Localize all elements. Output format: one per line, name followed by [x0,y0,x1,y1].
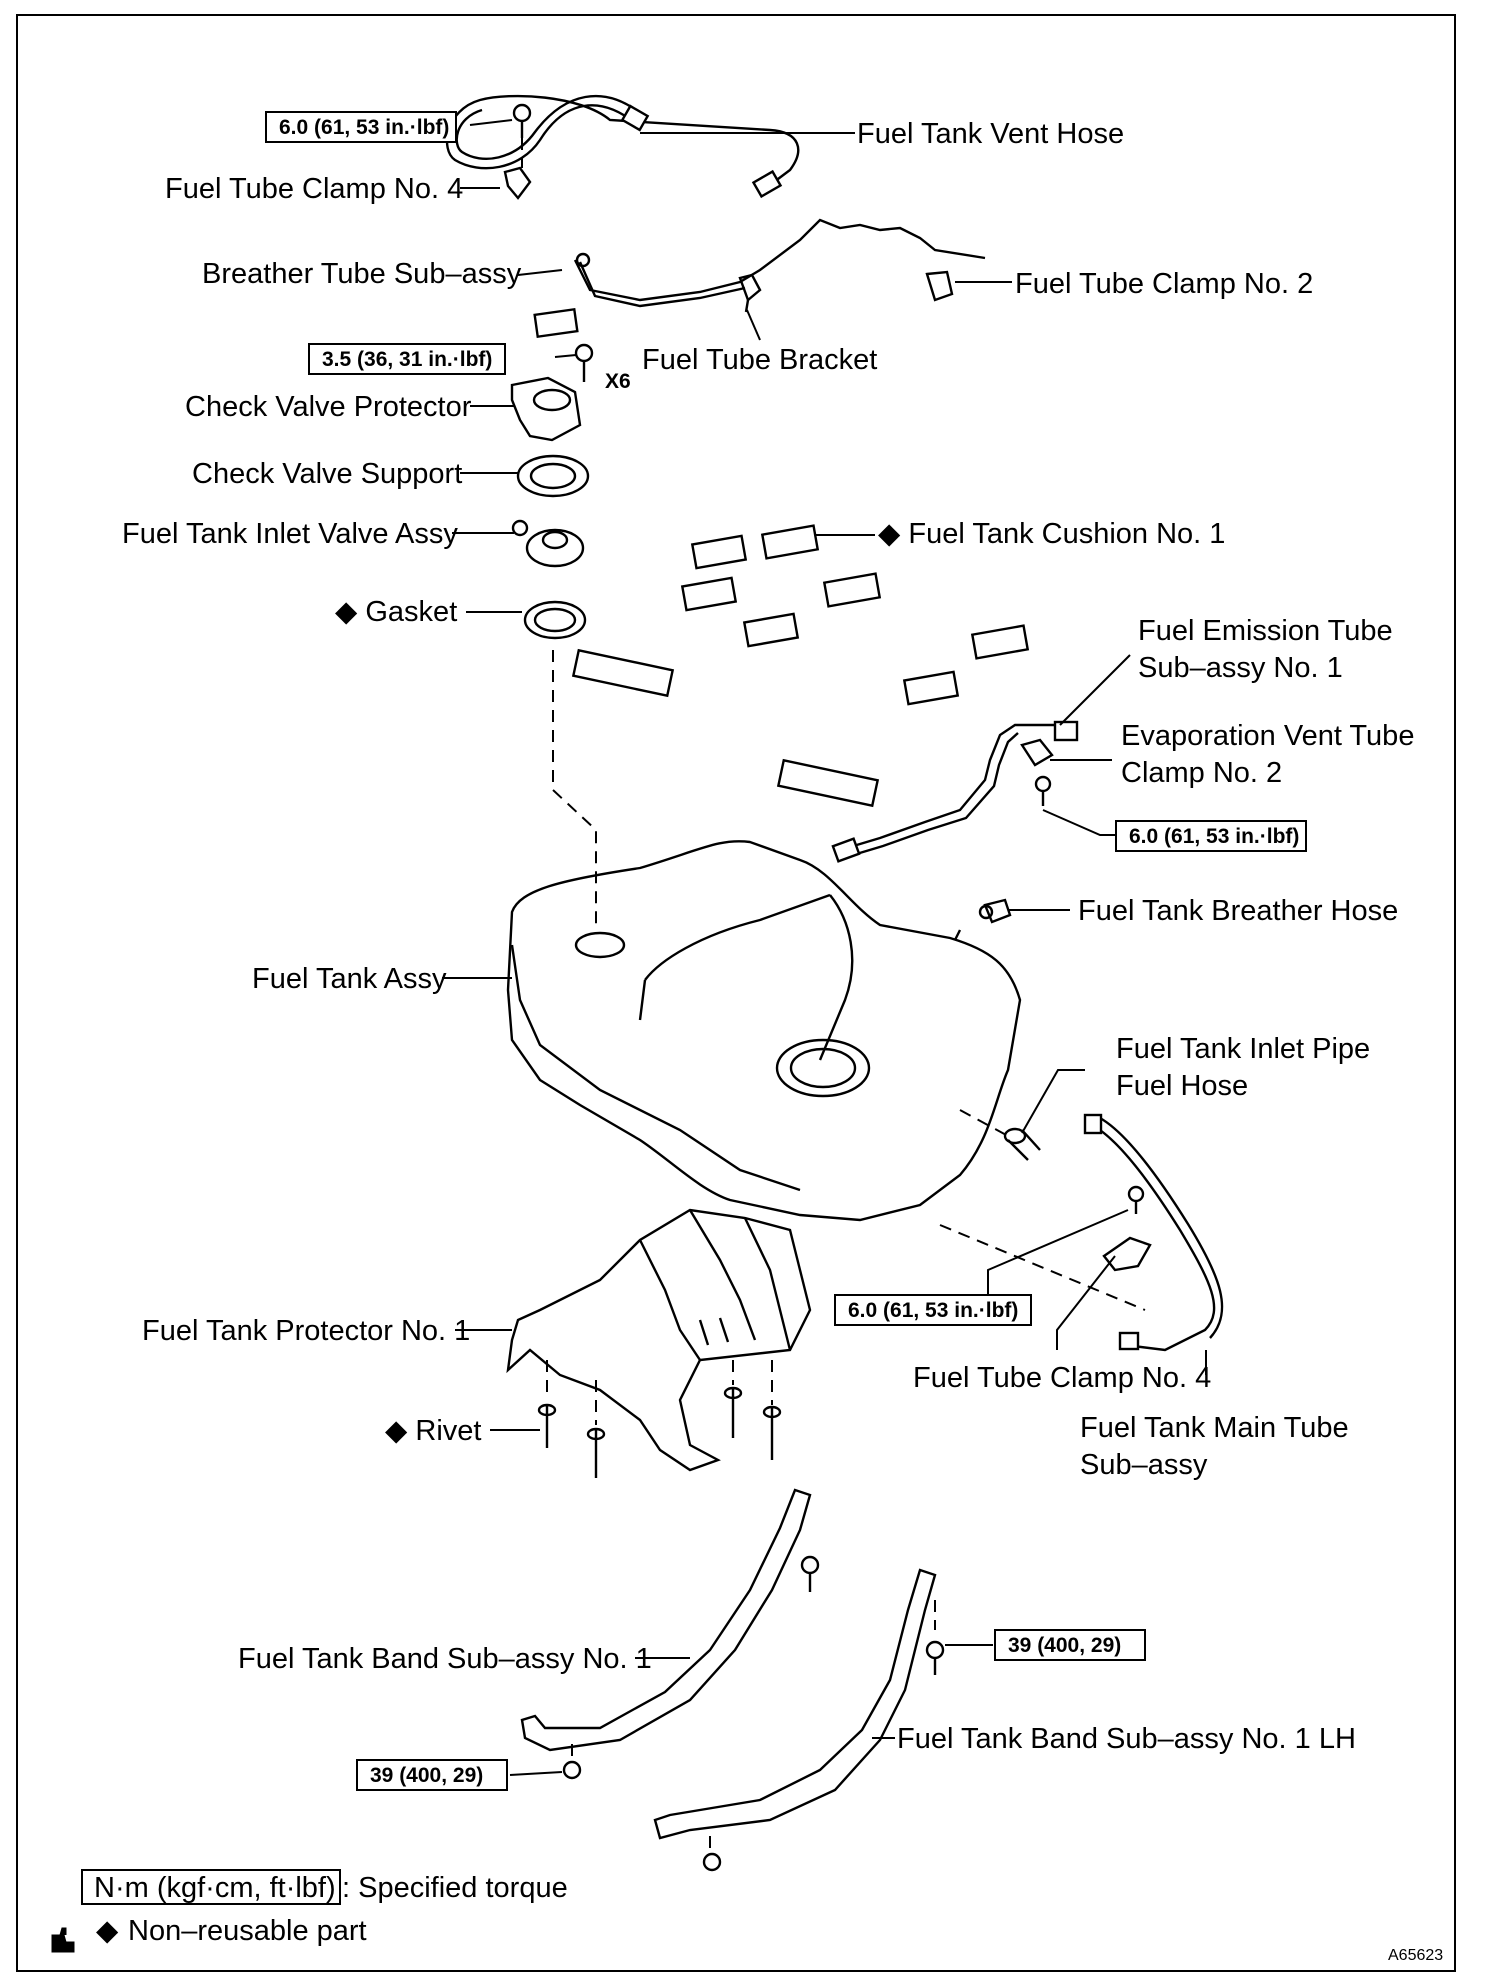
nonreusable-diamond: ◆ [335,596,358,628]
torque-box-band-no1: 39 (400, 29) [356,1759,508,1791]
rivets [537,1360,782,1478]
leader-lines [442,119,1207,1776]
label-evaporation-vent-tube-line2: Clamp No. 2 [1121,757,1282,789]
svg-text:39 (400, 29): 39 (400, 29) [1008,1634,1121,1657]
label-fuel-tank-cushion-no1: ◆ Fuel Tank Cushion No. 1 [878,518,1225,550]
fuel-tank-main-tube-part [1083,1113,1224,1352]
label-check-valve-protector: Check Valve Protector [185,391,472,423]
label-fuel-tank-inlet-pipe-line1: Fuel Tank Inlet Pipe [1116,1033,1370,1065]
label-fuel-tank-main-tube-line1: Fuel Tank Main Tube [1080,1412,1349,1444]
gasket-alignment-line [552,650,597,930]
label-fuel-tank-inlet-valve-assy: Fuel Tank Inlet Valve Assy [122,518,458,550]
label-fuel-tank-assy: Fuel Tank Assy [252,963,447,995]
legend-torque: N·m (kgf·cm, ft·lbf) : Specified torque [81,1869,568,1905]
fuel-tank-assy-part [506,840,1022,1222]
torque-box-band-lh: 39 (400, 29) [994,1629,1146,1661]
main-tube-bolt-and-clamp [1102,1185,1152,1272]
figure-id: A65623 [1388,1947,1443,1964]
label-fuel-tank-band-no1: Fuel Tank Band Sub–assy No. 1 [238,1643,652,1675]
label-fuel-emission-tube-line2: Sub–assy No. 1 [1138,652,1343,684]
svg-text:6.0 (61, 53 in.·lbf): 6.0 (61, 53 in.·lbf) [279,116,449,139]
fuel-tank-band-no1-part [520,1488,820,1780]
label-fuel-tank-breather-hose: Fuel Tank Breather Hose [1078,895,1398,927]
label-evaporation-vent-tube-line1: Evaporation Vent Tube [1121,720,1414,752]
torque-box-main-tube: 6.0 (61, 53 in.·lbf) [834,1294,1032,1326]
label-x6: X6 [605,370,631,393]
small-cushion-top [533,307,579,339]
vent-hose-bolt [512,103,532,168]
nonreusable-diamond: ◆ [385,1415,408,1447]
check-valve-support-part [516,454,590,498]
fuel-tank-cushions [571,524,1030,808]
fuel-tank-protector-part [506,1208,812,1472]
svg-text:3.5 (36, 31 in.·lbf): 3.5 (36, 31 in.·lbf) [322,348,492,371]
main-tube-alignment-line [939,1224,1146,1311]
label-fuel-tank-main-tube-line2: Sub–assy [1080,1449,1208,1481]
fuel-tube-clamp-no2-part [925,270,954,302]
evaporation-vent-clamp-part [1020,738,1054,806]
fuel-tank-inlet-pipe-hose-part [1003,1127,1041,1161]
label-fuel-tank-inlet-pipe-line2: Fuel Hose [1116,1070,1248,1102]
check-valve-bolts [574,343,594,382]
label-fuel-tube-bracket: Fuel Tube Bracket [642,344,877,376]
breather-tube-part [573,218,986,308]
fuel-emission-tube-part [831,720,1079,863]
gasket-part [523,600,587,640]
nonreusable-diamond: ◆ [878,518,901,550]
check-valve-protector-part [510,376,582,442]
label-fuel-tank-protector-no1: Fuel Tank Protector No. 1 [142,1315,470,1347]
label-fuel-emission-tube-line1: Fuel Emission Tube [1138,615,1393,647]
legend-torque-text: : Specified torque [342,1872,568,1904]
torque-box-emission-clamp: 6.0 (61, 53 in.·lbf) [1115,820,1307,852]
fuel-tank-vent-hose-part [445,94,800,199]
label-fuel-tube-clamp-no2: Fuel Tube Clamp No. 2 [1015,268,1313,300]
torque-box-vent-hose: 6.0 (61, 53 in.·lbf) [265,111,457,143]
hand-pointer-icon [51,1927,75,1953]
label-check-valve-support: Check Valve Support [192,458,462,490]
svg-text:6.0 (61, 53 in.·lbf): 6.0 (61, 53 in.·lbf) [1129,825,1299,848]
legend-nonreusable-text: Non–reusable part [128,1915,367,1947]
fuel-tank-band-no1-lh-part [653,1568,945,1872]
svg-text:6.0 (61, 53 in.·lbf): 6.0 (61, 53 in.·lbf) [848,1299,1018,1322]
svg-text:39 (400, 29): 39 (400, 29) [370,1764,483,1787]
label-rivet: ◆ Rivet [385,1415,481,1447]
label-fuel-tank-vent-hose: Fuel Tank Vent Hose [857,118,1124,150]
legend-diamond: ◆ [96,1915,119,1947]
fuel-tank-breather-hose-part [978,898,1012,924]
label-fuel-tube-clamp-no4-bottom: Fuel Tube Clamp No. 4 [913,1362,1211,1394]
label-fuel-tank-band-no1-lh: Fuel Tank Band Sub–assy No. 1 LH [897,1723,1356,1755]
fuel-tank-inlet-valve-part [511,519,585,568]
legend-unit-box: N·m (kgf·cm, ft·lbf) [94,1872,336,1904]
torque-box-check-valve: 3.5 (36, 31 in.·lbf) [308,343,506,375]
legend-nonreusable: ◆ Non–reusable part [51,1915,367,1953]
label-gasket: ◆ Gasket [335,596,457,628]
label-fuel-tube-clamp-no4-top: Fuel Tube Clamp No. 4 [165,173,463,205]
label-breather-tube-sub-assy: Breather Tube Sub–assy [202,258,522,290]
fuel-tube-bracket-part [738,273,762,313]
inlet-pipe-alignment-line [959,1109,1009,1137]
fuel-tube-clamp-no4-top-part [503,166,532,200]
figure-frame [16,14,1456,1972]
